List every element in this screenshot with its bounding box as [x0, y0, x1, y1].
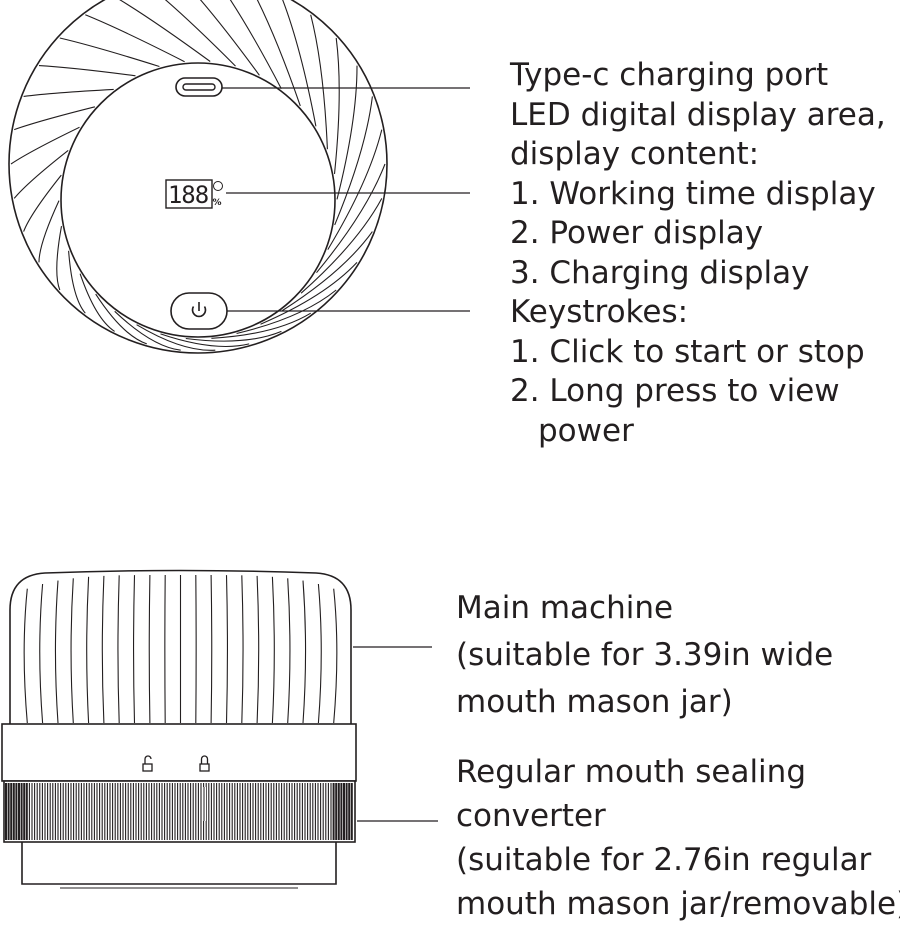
power-button[interactable] [170, 292, 228, 330]
label-converter-jar: mouth mason jar/removable) [456, 886, 900, 922]
rib-line [54, 580, 59, 724]
rib-line [211, 312, 311, 339]
label-keys-item-1: 1. Click to start or stop [510, 333, 865, 370]
rib-line [23, 588, 28, 724]
rib-line [282, 0, 317, 127]
label-charging-port: Type-c charging port [510, 57, 829, 93]
rib-line [260, 262, 358, 325]
rib-line [136, 324, 216, 351]
outer-ring [8, 0, 388, 354]
converter-knurling [5, 783, 353, 840]
rib-line [23, 88, 114, 97]
label-keys-item-2-cont: power [538, 412, 634, 449]
rib-line [333, 37, 340, 174]
label-display-title: LED digital display area, [510, 96, 886, 133]
label-converter: converter [456, 798, 606, 834]
rib-line [59, 37, 160, 68]
rib-line [38, 65, 136, 77]
rib-line [256, 0, 301, 107]
label-display-item-1: 1. Working time display [510, 175, 876, 212]
rib-line [229, 0, 282, 89]
converter-labels: Regular mouth sealing converter (suitabl… [456, 750, 900, 926]
rib-line [256, 575, 260, 724]
display-digits: 188 [168, 181, 208, 209]
rib-line [236, 289, 337, 335]
label-converter-suitable: (suitable for 2.76in regular [456, 842, 872, 878]
rib-line [336, 65, 358, 200]
main-machine-labels: Main machine (suitable for 3.39in wide m… [456, 585, 833, 726]
collar-band [1, 723, 357, 782]
main-body-ribs [23, 574, 338, 724]
rib-line [210, 574, 213, 724]
rib-line [199, 0, 260, 76]
rib-line [310, 14, 328, 150]
label-keystrokes: Keystrokes: [510, 294, 689, 330]
rib-line [164, 0, 236, 67]
display-percent: % [212, 198, 221, 208]
outer-ring-ribs [10, 0, 386, 351]
power-icon [191, 306, 207, 318]
usb-c-port-icon [175, 77, 223, 97]
rib-line [160, 333, 250, 348]
label-display-item-2: 2. Power display [510, 215, 764, 251]
led-display [165, 179, 223, 209]
rib-line [70, 578, 74, 724]
rib-line [119, 0, 211, 62]
rib-line [79, 273, 115, 332]
label-display-content: display content: [510, 136, 760, 172]
rib-line [241, 575, 244, 724]
rib-line [95, 293, 147, 345]
rib-line [271, 576, 275, 724]
label-main-jar: mouth mason jar) [456, 684, 733, 720]
rib-line [133, 575, 136, 724]
rib-line [327, 129, 383, 250]
label-display-item-3: 3. Charging display [510, 254, 810, 291]
rib-line [334, 96, 373, 226]
rib-line [101, 575, 105, 724]
label-main-machine: Main machine [456, 590, 674, 626]
label-keys-item-2: 2. Long press to view [510, 373, 840, 409]
rib-line [38, 200, 60, 263]
top-view-device [8, 0, 470, 354]
top-view-labels: Type-c charging port LED digital display… [510, 56, 886, 451]
rib-line [56, 226, 63, 291]
rib-line [86, 576, 90, 724]
rib-line [333, 588, 338, 724]
rib-line [85, 14, 185, 63]
lock-icon [199, 755, 210, 772]
main-body-outline [9, 569, 352, 724]
rib-line [287, 578, 291, 724]
rib-line [302, 580, 307, 724]
unlock-icon [142, 755, 153, 772]
rib-line [316, 163, 386, 274]
rib-line [117, 575, 120, 724]
base-outline [21, 842, 337, 885]
rib-line [282, 231, 373, 312]
side-view-device [1, 569, 438, 889]
rib-line [300, 198, 383, 294]
inner-panel [60, 62, 336, 338]
rib-line [14, 106, 96, 131]
rib-line [148, 574, 151, 724]
rib-line [68, 250, 86, 314]
rib-line [225, 575, 228, 724]
converter-ring [3, 780, 356, 843]
rib-line [114, 310, 181, 351]
rib-line [23, 174, 62, 232]
rib-line [185, 330, 282, 342]
label-converter-title: Regular mouth sealing [456, 754, 806, 790]
label-main-suitable: (suitable for 3.39in wide [456, 637, 834, 673]
rib-line [317, 583, 322, 724]
rib-line [13, 149, 69, 199]
rib-line [10, 126, 80, 165]
rib-line [39, 583, 44, 724]
